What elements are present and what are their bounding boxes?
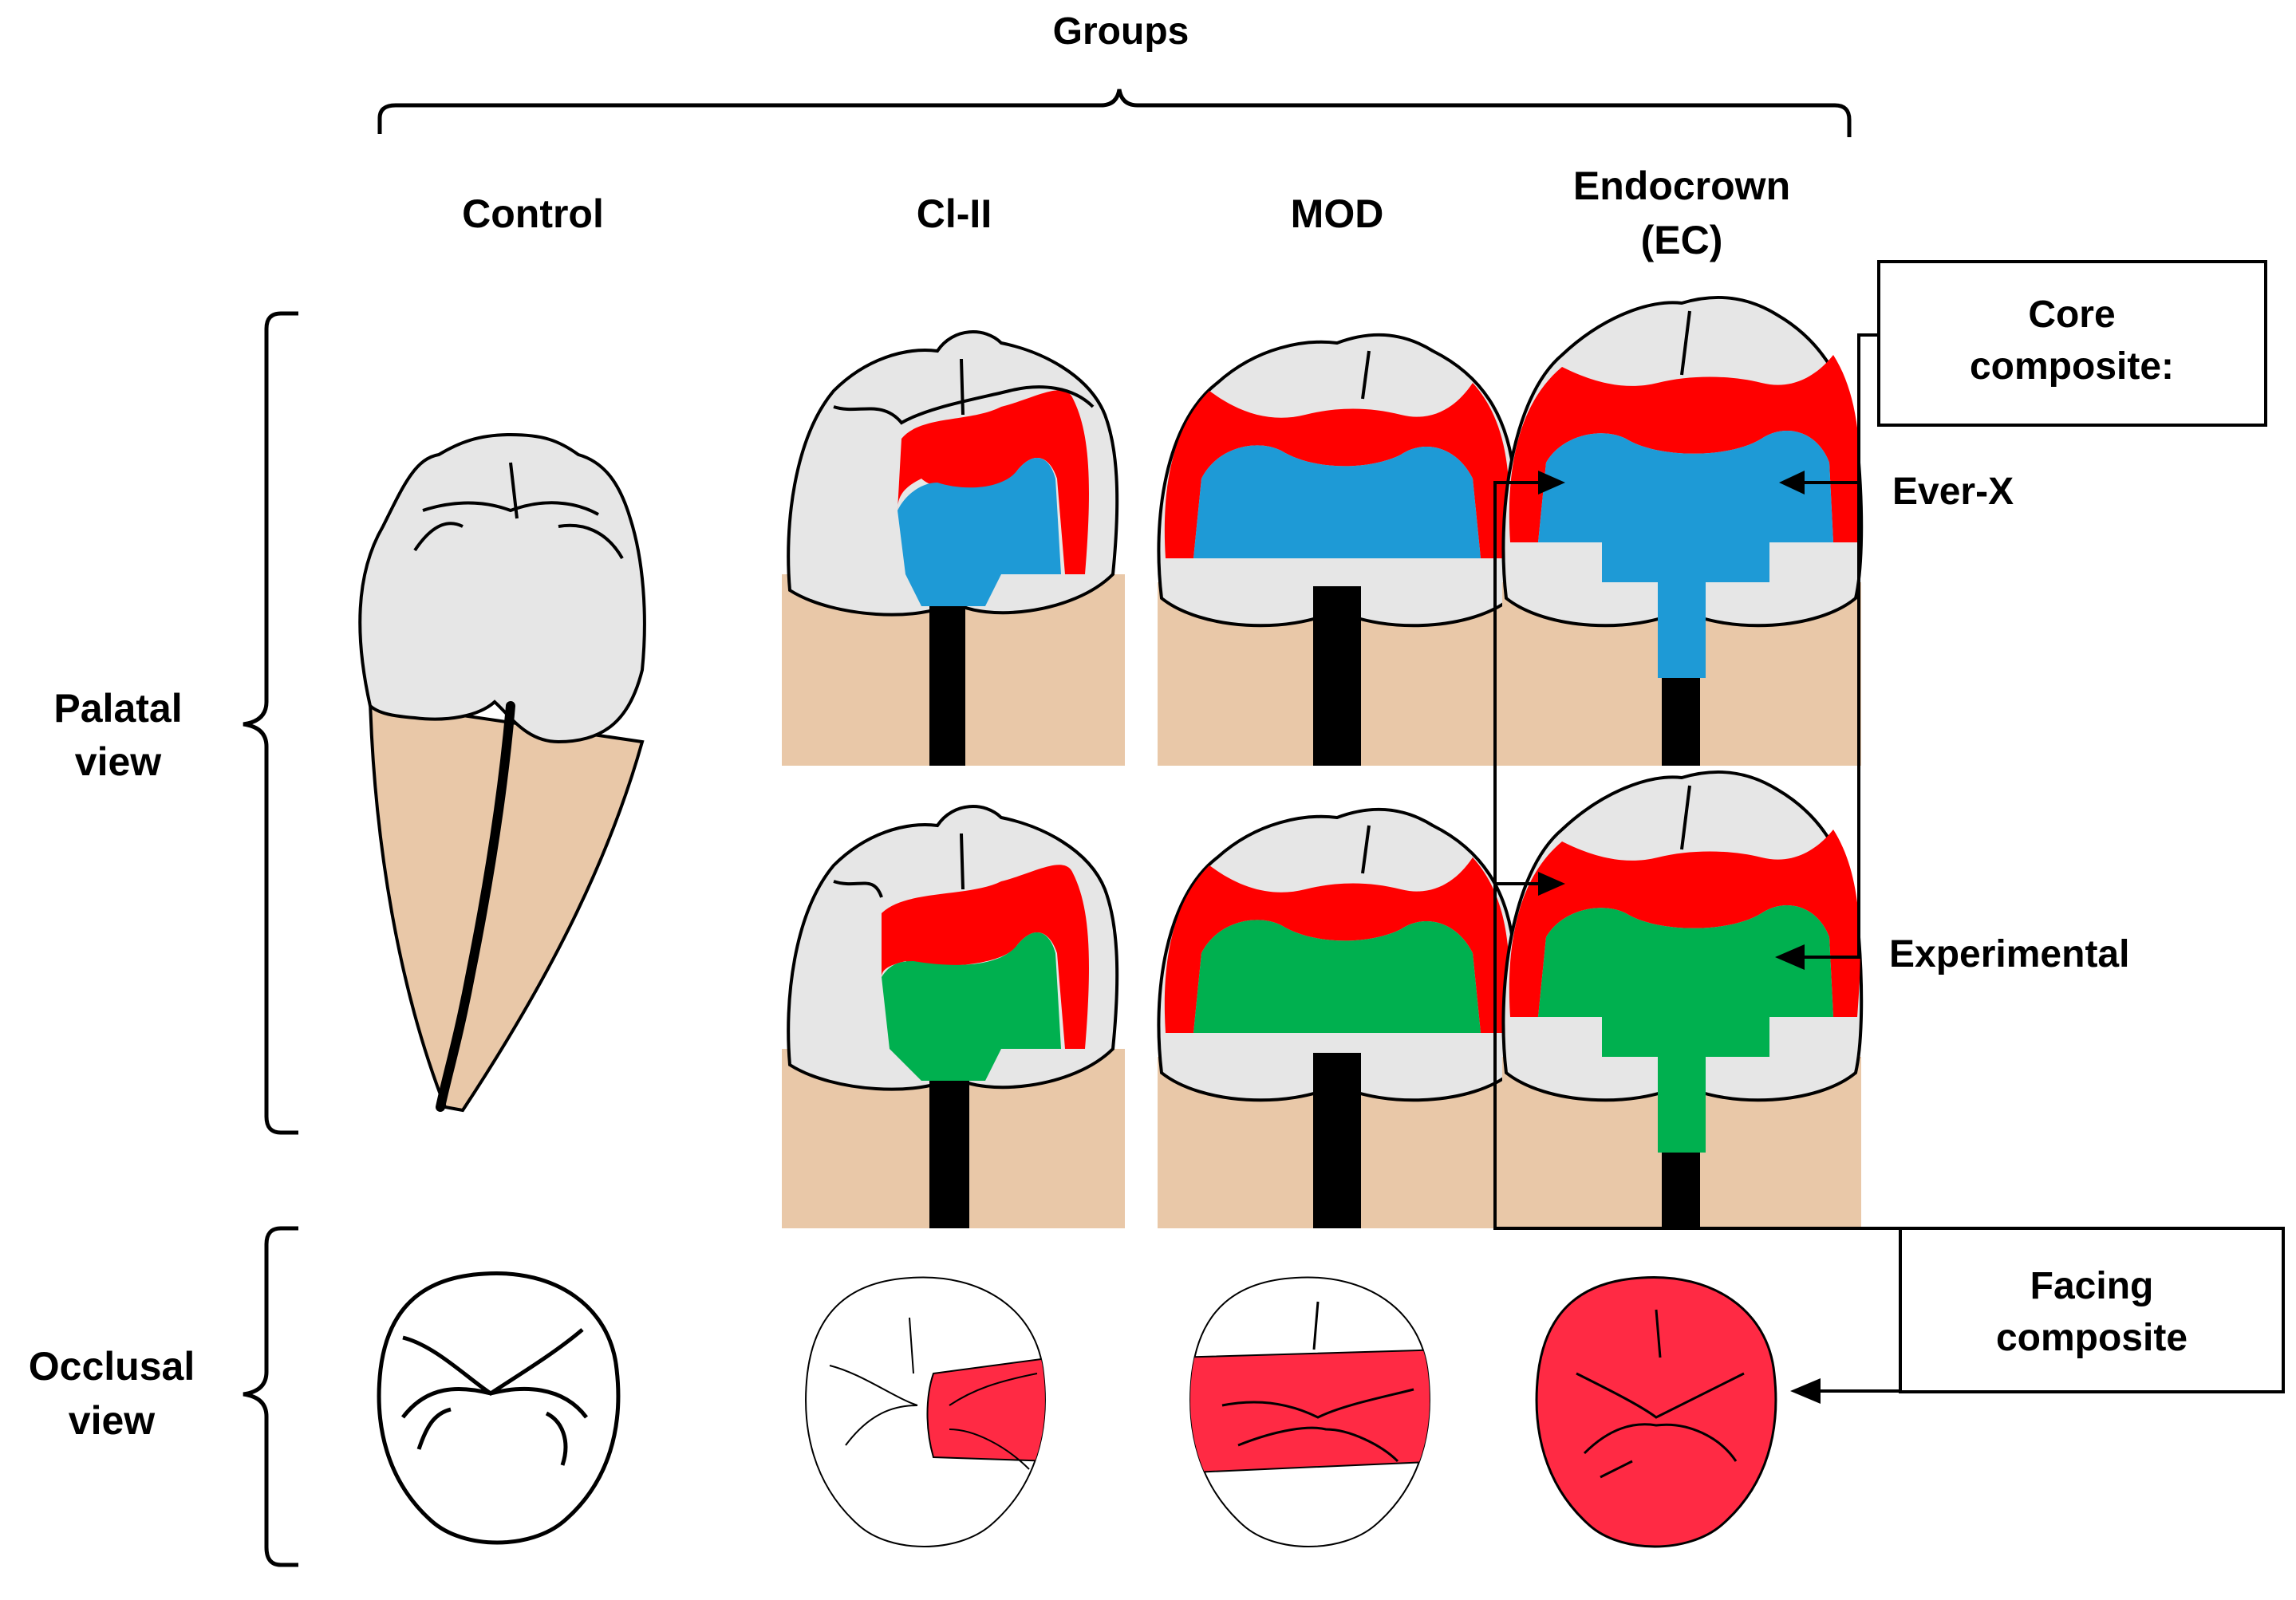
cl2-exp-canal xyxy=(929,1081,969,1228)
control-crown-ridges xyxy=(413,462,624,559)
ec-exp-canal xyxy=(1662,1153,1700,1228)
legend-core-label-2: composite: xyxy=(1970,345,2174,388)
occlusal-bracket xyxy=(243,1226,298,1567)
groups-bracket xyxy=(377,89,1852,137)
occlusal-cl2-facing xyxy=(926,1356,1045,1463)
mod-everx-facing xyxy=(1164,383,1510,558)
group-label-endocrown: Endocrown xyxy=(1573,164,1790,208)
ec-everx-facing xyxy=(1509,355,1860,542)
ec-exp-core xyxy=(1538,905,1833,1153)
core-connector xyxy=(1803,333,1879,959)
arrow-facing-ec-bottom xyxy=(1538,872,1565,896)
cl2-exp-core xyxy=(882,932,1061,1081)
legend-facing-box xyxy=(1899,1227,2285,1393)
occlusal-mod-fissures xyxy=(1221,1301,1414,1463)
groups-title: Groups xyxy=(1053,10,1189,53)
ec-everx-canal xyxy=(1662,678,1700,766)
facing-connector xyxy=(1493,481,1900,1230)
occlusal-control xyxy=(377,1271,621,1545)
arrow-everx xyxy=(1779,471,1805,495)
occlusal-mod xyxy=(1189,1276,1430,1547)
ec-everx-occlusal-line xyxy=(1680,310,1691,376)
ec-exp-facing xyxy=(1509,830,1860,1017)
arrow-experimental xyxy=(1775,944,1805,970)
group-label-cl2: Cl-II xyxy=(917,191,992,236)
group-label-mod: MOD xyxy=(1291,191,1384,236)
ec-exp-occlusal-line xyxy=(1680,785,1691,850)
cl2-everx-core xyxy=(897,457,1061,606)
mod-exp-facing xyxy=(1164,857,1510,1033)
row-label-palatal-view: view xyxy=(75,739,162,784)
arrow-facing-ec-top xyxy=(1538,471,1565,495)
mod-tooth-experimental xyxy=(1157,807,1519,1228)
ec-everx-core xyxy=(1538,431,1833,678)
mod-everx-core xyxy=(1193,445,1481,558)
group-label-control: Control xyxy=(462,191,604,236)
legend-core-box xyxy=(1877,260,2267,427)
cl2-exp-facing xyxy=(882,865,1089,1049)
row-label-occlusal-view: view xyxy=(69,1398,156,1443)
group-label-endocrown-abbr: (EC) xyxy=(1641,218,1723,262)
legend-facing-label: Facing xyxy=(2030,1265,2154,1307)
control-tooth xyxy=(358,432,646,1113)
mod-exp-canal xyxy=(1313,1053,1361,1228)
mod-exp-occlusal-line xyxy=(1361,825,1371,874)
occlusal-endocrown xyxy=(1535,1275,1777,1548)
control-root-canal xyxy=(436,701,515,1112)
mod-exp-core xyxy=(1193,920,1481,1033)
control-crown xyxy=(358,432,646,744)
ec-tooth-experimental xyxy=(1501,770,1864,1228)
cl2-everx-facing xyxy=(897,390,1089,574)
cl2-everx-canal xyxy=(929,606,965,766)
cl2-tooth-everx xyxy=(782,330,1125,766)
ec-tooth-everx xyxy=(1501,295,1864,766)
occlusal-ec-outline xyxy=(1535,1275,1777,1548)
occlusal-cl2-outline xyxy=(805,1276,1046,1547)
row-label-palatal: Palatal xyxy=(53,686,182,731)
occlusal-control-fissures xyxy=(401,1328,588,1466)
cl2-tooth-experimental xyxy=(782,805,1125,1228)
cl2-everx-occlusal-line xyxy=(833,358,1095,425)
cl2-exp-occlusal-line xyxy=(833,833,965,898)
legend-experimental-label: Experimental xyxy=(1889,933,2129,975)
legend-everx-label: Ever-X xyxy=(1892,471,2014,513)
mod-everx-canal xyxy=(1313,586,1361,766)
mod-tooth-everx xyxy=(1157,333,1519,766)
occlusal-mod-facing xyxy=(1190,1348,1430,1475)
legend-core-label: Core xyxy=(2028,294,2115,336)
occlusal-ec-fissures xyxy=(1576,1309,1745,1479)
control-root xyxy=(368,700,645,1113)
mod-everx-occlusal-line xyxy=(1361,350,1371,400)
arrow-facing-occlusal xyxy=(1790,1378,1821,1404)
occlusal-cl2 xyxy=(805,1276,1046,1547)
legend-facing-label-2: composite xyxy=(1996,1317,2188,1359)
occlusal-control-outline xyxy=(377,1271,621,1545)
occlusal-cl2-fissures xyxy=(829,1317,1038,1470)
palatal-bracket xyxy=(243,311,298,1135)
row-label-occlusal: Occlusal xyxy=(29,1344,195,1389)
